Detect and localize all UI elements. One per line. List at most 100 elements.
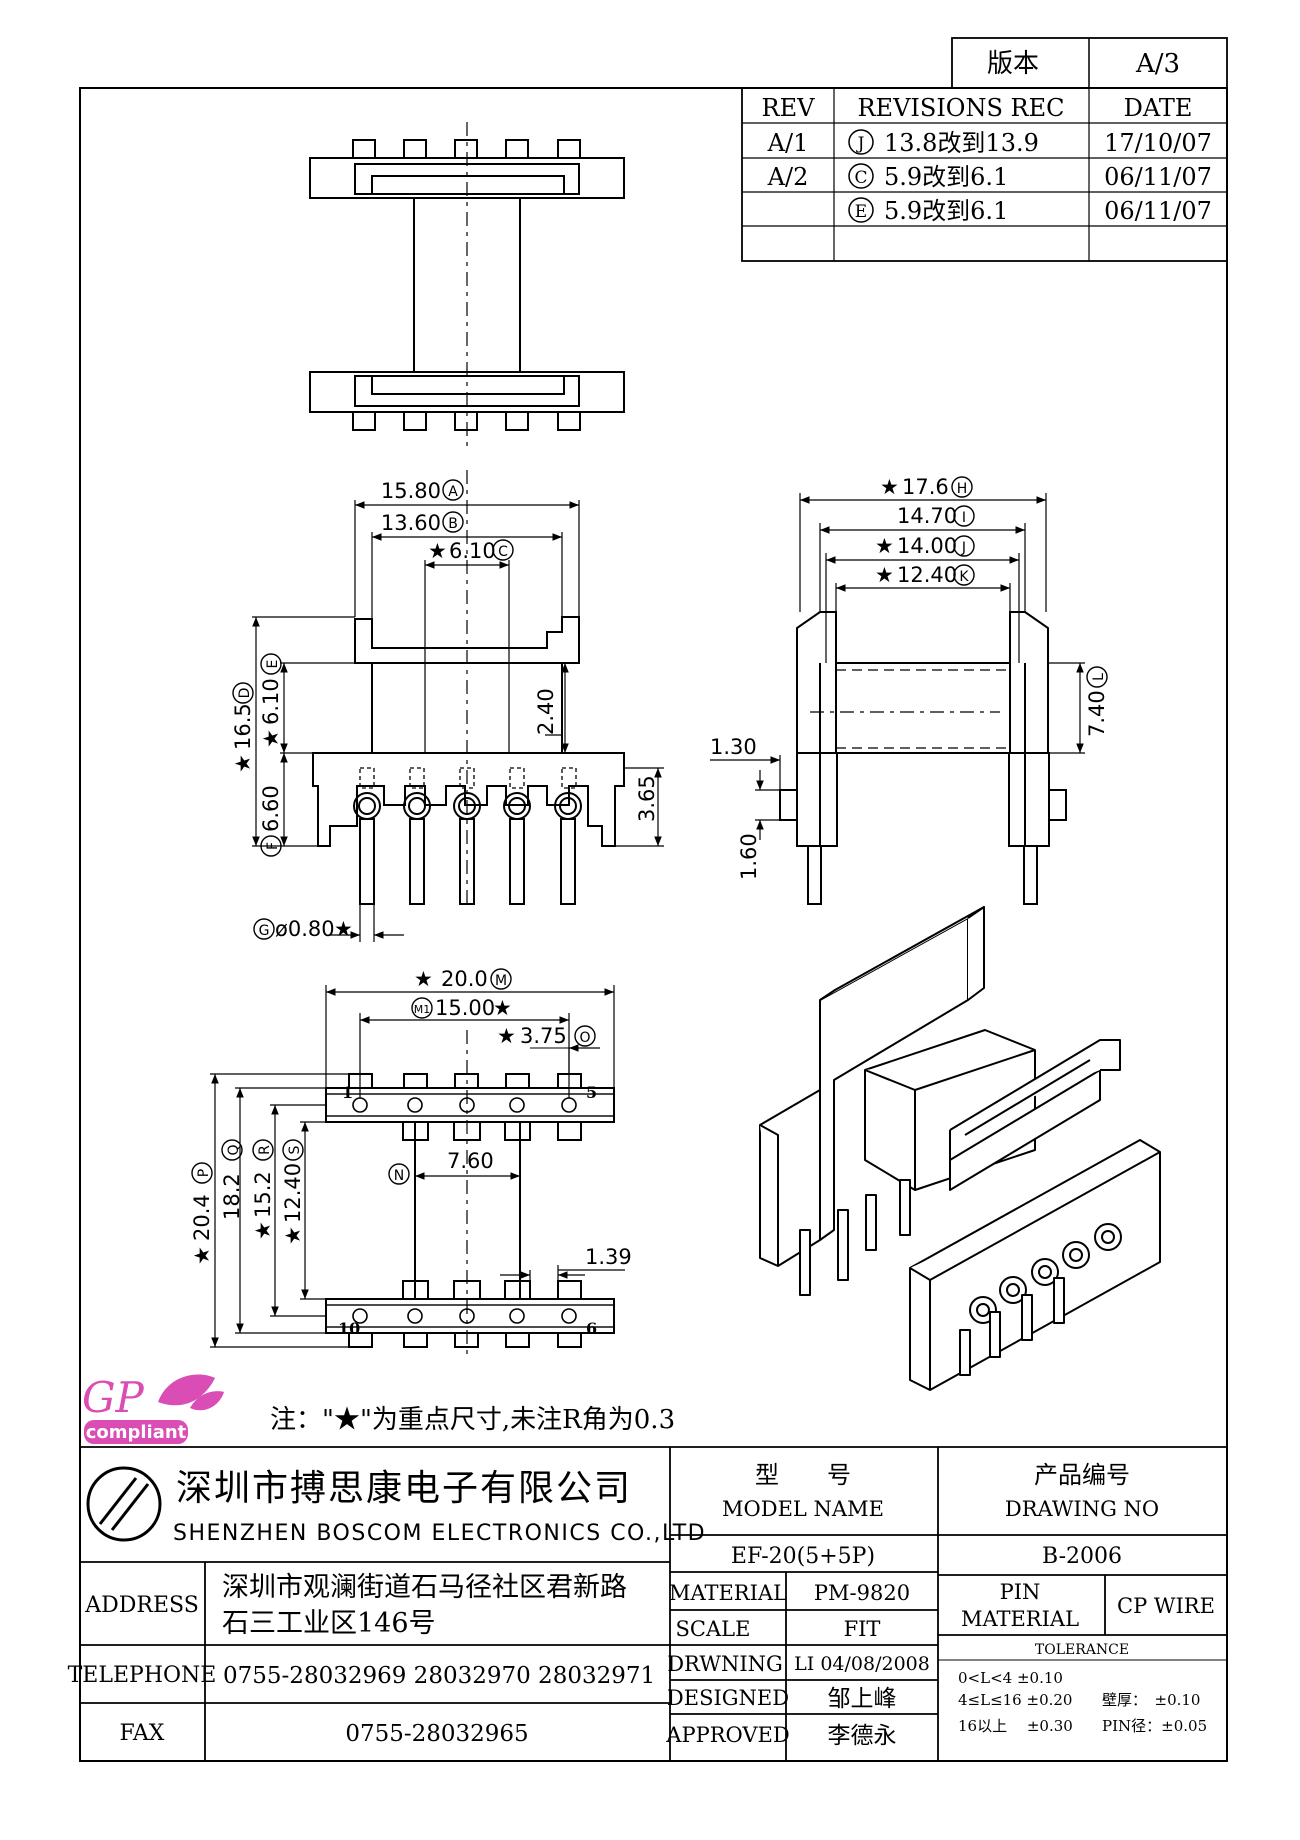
pin-material-label-1: PIN: [1000, 1580, 1041, 1604]
dim-c-value: 6.10: [449, 539, 496, 563]
material-value: PM-9820: [814, 1581, 910, 1605]
dim-a-value: 15.80: [381, 479, 441, 503]
version-label: 版本: [987, 49, 1039, 79]
address-line2: 石三工业区146号: [222, 1608, 436, 1639]
star-icon: ★: [493, 996, 512, 1020]
dim-3-65-value: 3.65: [635, 775, 659, 822]
front-view-dimensions: [252, 500, 664, 942]
star-icon: ★: [259, 729, 283, 748]
gp-text: GP: [82, 1373, 145, 1422]
dim-2-40-value: 2.40: [534, 688, 558, 735]
dim-m1-letter: M1: [414, 1003, 431, 1016]
drawn-label: DRWNING: [667, 1652, 783, 1676]
pin-label-1: 1: [342, 1083, 353, 1102]
telephone-value: 0755-28032969 28032970 28032971: [223, 1663, 655, 1689]
revisions-header: REVISIONS REC: [857, 94, 1064, 122]
model-label-cn: 型 号: [755, 1461, 851, 1489]
dim-e-value: 6.10: [259, 678, 283, 725]
note-text: 注："★"为重点尺寸,未注R角为0.3: [270, 1405, 675, 1435]
dim-d-letter: D: [237, 688, 253, 699]
model-value: EF-20(5+5P): [731, 1544, 875, 1569]
star-icon: ★: [190, 1246, 214, 1265]
drawing-frame: [79, 87, 1228, 1762]
dim-c-letter: C: [498, 544, 508, 560]
dim-f-letter: F: [265, 842, 281, 850]
dim-m-value: 20.0: [441, 967, 488, 991]
dim-p-value: 20.4: [190, 1194, 214, 1241]
approved-value: 李德永: [828, 1723, 897, 1749]
top-view: [309, 122, 625, 452]
gp-compliant-logo: GP compliant: [82, 1373, 224, 1444]
rev-text: 13.8改到13.9: [884, 129, 1039, 157]
star-icon: ★: [880, 475, 899, 499]
rev-mark: E: [855, 202, 867, 222]
front-view: [312, 470, 625, 905]
dim-l-letter: L: [1091, 673, 1107, 681]
approved-label: APPROVED: [665, 1723, 789, 1747]
drawn-value: LI 04/08/2008: [794, 1653, 930, 1675]
dim-q-letter: Q: [226, 1144, 242, 1155]
dim-i-value: 14.70: [897, 504, 957, 528]
rev-date: 06/11/07: [1104, 163, 1212, 191]
star-icon: ★: [334, 917, 353, 941]
dim-f-value: 6.60: [259, 785, 283, 832]
address-line1: 深圳市观澜街道石马径社区君新路: [222, 1572, 627, 1603]
dim-r-letter: R: [257, 1145, 273, 1155]
leaf-icon: [190, 1391, 224, 1411]
rev-mark: J: [856, 134, 865, 154]
rev-header: REV: [762, 94, 816, 122]
side-view: [779, 611, 1067, 905]
star-icon: ★: [281, 1226, 305, 1245]
pin-label-5: 5: [586, 1083, 597, 1102]
drawing-no-value: B-2006: [1042, 1544, 1122, 1569]
dim-1-39-value: 1.39: [585, 1245, 632, 1269]
fax-value: 0755-28032965: [345, 1721, 528, 1747]
leaf-icon: [158, 1374, 215, 1406]
dim-s-value: 12.40: [281, 1163, 305, 1223]
dim-e-letter: E: [265, 660, 281, 669]
dim-k-value: 12.40: [897, 563, 957, 587]
fax-label: FAX: [120, 1721, 165, 1746]
tolerance-line-2: 4≤L≤16 ±0.20: [958, 1691, 1072, 1709]
dim-b-value: 13.60: [381, 511, 441, 535]
address-label: ADDRESS: [84, 1593, 199, 1618]
dim-k-letter: K: [959, 569, 969, 585]
dim-m1-value: 15.00: [435, 996, 495, 1020]
pin-label-6: 6: [586, 1319, 597, 1338]
date-header: DATE: [1124, 94, 1193, 122]
drawing-no-label-en: DRAWING NO: [1005, 1497, 1159, 1521]
rev-text: 5.9改到6.1: [884, 163, 1008, 191]
drawing-no-label-cn: 产品编号: [1034, 1461, 1130, 1489]
dim-s-letter: S: [287, 1145, 303, 1154]
dim-h-value: 17.6: [902, 475, 949, 499]
dim-q-value: 18.2: [220, 1173, 244, 1220]
dim-h-letter: H: [957, 481, 968, 497]
star-icon: ★: [497, 1024, 516, 1048]
telephone-label: TELEPHONE: [68, 1663, 217, 1688]
rev-date: 17/10/07: [1104, 129, 1212, 157]
rev-text: 5.9改到6.1: [884, 197, 1008, 225]
dim-n-value: 7.60: [447, 1149, 494, 1173]
dim-i-letter: I: [962, 510, 966, 526]
pin-label-10: 10: [338, 1319, 360, 1338]
version-value: A/3: [1135, 49, 1180, 79]
bottom-view-dimensions: [210, 985, 625, 1348]
tolerance-line-1: 0<L<4 ±0.10: [958, 1669, 1063, 1687]
star-icon: ★: [428, 539, 447, 563]
model-label-en: MODEL NAME: [722, 1497, 884, 1521]
dim-1-30-value: 1.30: [710, 735, 757, 759]
front-view-dimension-labels: 15.80 A 13.60 B ★ 6.10 C ★ 16.5 D ★ 6.10…: [231, 479, 659, 941]
company-logo-icon: [86, 1466, 162, 1542]
material-label: MATERIAL: [669, 1581, 787, 1605]
dim-n-letter: N: [394, 1168, 404, 1184]
company-name-cn: 深圳市搏思康电子有限公司: [176, 1468, 632, 1509]
dim-r-value: 15.2: [251, 1171, 275, 1218]
version-box: 版本 A/3: [951, 37, 1228, 89]
designed-label: DESIGNED: [667, 1686, 789, 1710]
dim-j-value: 14.00: [897, 534, 957, 558]
star-icon: ★: [414, 967, 433, 991]
scale-value: FIT: [844, 1617, 881, 1641]
bottom-view-dimension-labels: ★ 20.0 M M1 15.00 ★ ★ 3.75 O N 7.60 1.39…: [190, 967, 632, 1338]
rev-cell: A/1: [767, 129, 809, 157]
pin-material-label-2: MATERIAL: [961, 1607, 1079, 1631]
